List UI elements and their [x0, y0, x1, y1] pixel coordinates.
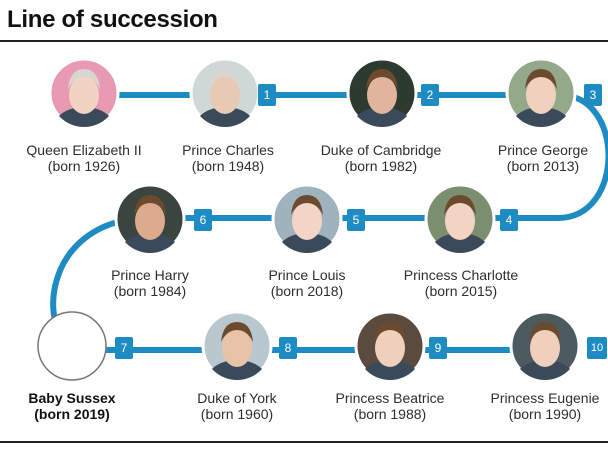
- portrait-6: [271, 183, 343, 255]
- person-name: Prince Harry: [111, 267, 189, 283]
- rank-badge-4: 4: [500, 209, 518, 231]
- person-name: Duke of York: [197, 390, 277, 406]
- person-birth-year: (born 2018): [270, 283, 344, 299]
- portrait-5: [424, 183, 496, 255]
- portrait-3: [346, 57, 418, 129]
- person-label-1: Queen Elizabeth II(born 1926): [9, 142, 159, 174]
- portrait-8: [37, 311, 107, 381]
- person-label-2: Prince Charles(born 1948): [153, 142, 303, 174]
- person-birth-year: (born 1960): [200, 406, 274, 422]
- rank-badge-9: 9: [429, 337, 447, 359]
- person-name: Princess Beatrice: [335, 390, 445, 406]
- person-label-8: Baby Sussex(born 2019): [0, 390, 147, 422]
- person-label-4: Prince George(born 2013): [468, 142, 608, 174]
- person-birth-year: (born 2019): [34, 406, 110, 422]
- person-name: Prince Charles: [182, 142, 274, 158]
- person-label-10: Princess Beatrice(born 1988): [315, 390, 465, 422]
- person-label-7: Prince Harry(born 1984): [75, 267, 225, 299]
- person-label-5: Princess Charlotte(born 2015): [386, 267, 536, 299]
- person-birth-year: (born 2015): [424, 283, 498, 299]
- portrait-1: [48, 57, 120, 129]
- portrait-10: [354, 310, 426, 382]
- person-birth-year: (born 2013): [506, 158, 580, 174]
- person-birth-year: (born 1988): [353, 406, 427, 422]
- person-label-6: Prince Louis(born 2018): [232, 267, 382, 299]
- person-name: Duke of Cambridge: [320, 142, 442, 158]
- rank-badge-8: 8: [279, 337, 297, 359]
- connector-turn-right: [557, 92, 608, 221]
- rank-badge-2: 2: [421, 84, 439, 106]
- person-label-3: Duke of Cambridge(born 1982): [306, 142, 456, 174]
- portrait-7: [114, 183, 186, 255]
- person-name: Prince George: [497, 142, 589, 158]
- person-label-9: Duke of York(born 1960): [162, 390, 312, 422]
- rank-badge-1: 1: [258, 84, 276, 106]
- person-birth-year: (born 1948): [191, 158, 265, 174]
- portrait-9: [201, 310, 273, 382]
- page-title: Line of succession: [7, 6, 218, 33]
- portrait-2: [189, 57, 261, 129]
- person-birth-year: (born 1926): [47, 158, 121, 174]
- bottom-divider: [0, 441, 608, 443]
- person-name: Baby Sussex: [28, 390, 116, 406]
- person-name: Princess Eugenie: [490, 390, 600, 406]
- person-birth-year: (born 1990): [508, 406, 582, 422]
- rank-badge-6: 6: [194, 209, 212, 231]
- title-divider: [0, 40, 608, 42]
- person-name: Queen Elizabeth II: [26, 142, 142, 158]
- person-name: Prince Louis: [268, 267, 346, 283]
- rank-badge-3: 3: [584, 84, 602, 106]
- person-birth-year: (born 1984): [113, 283, 187, 299]
- rank-badge-5: 5: [347, 209, 365, 231]
- portrait-4: [505, 57, 577, 129]
- rank-badge-7: 7: [115, 337, 133, 359]
- rank-badge-10: 10: [587, 337, 607, 359]
- person-name: Princess Charlotte: [403, 267, 519, 283]
- person-label-11: Princess Eugenie(born 1990): [470, 390, 608, 422]
- portrait-11: [509, 310, 581, 382]
- person-birth-year: (born 1982): [344, 158, 418, 174]
